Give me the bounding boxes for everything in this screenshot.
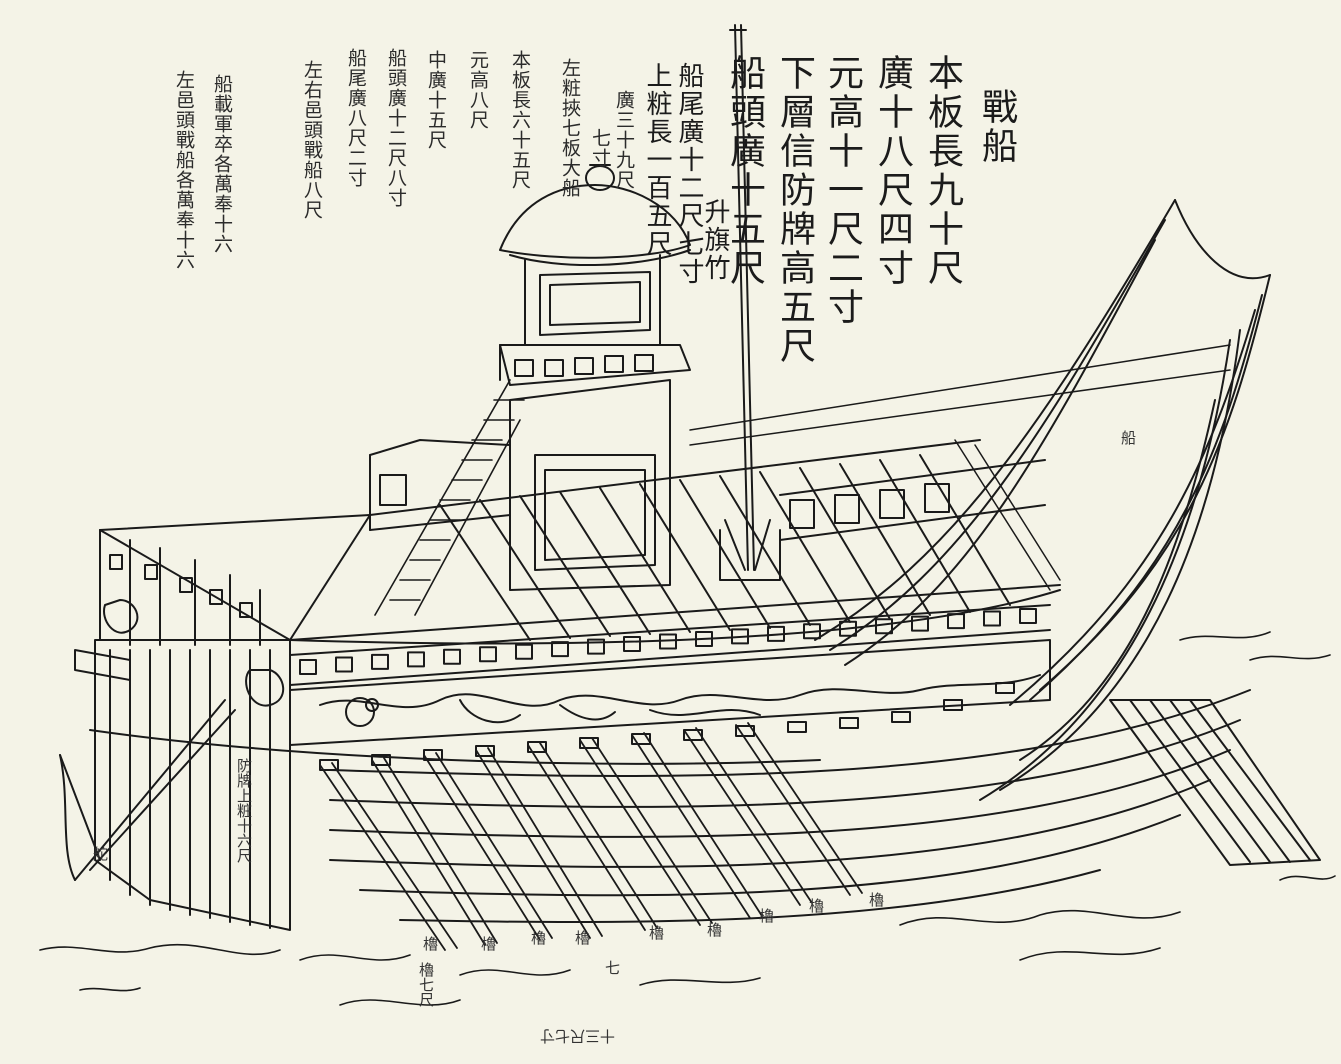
rail-window [623, 636, 641, 653]
faint-note-7: 左右邑頭戰船八尺 [301, 60, 323, 220]
faint-note-3: 元高八尺 [467, 50, 489, 130]
oar-note-5: 櫓 [647, 925, 665, 940]
faint-note-2: 本板長六十五尺 [509, 50, 531, 190]
rail-window [911, 615, 929, 632]
bow-planks [814, 199, 1271, 801]
oars [319, 722, 863, 951]
rail-window [659, 633, 677, 650]
faint-note-8: 船載軍卒各萬奉十六 [211, 74, 233, 254]
stern-spec-line-3: 廣三十九尺 [613, 90, 635, 190]
rail-window [335, 656, 353, 673]
waves [39, 631, 1336, 1006]
bow-ladder [1109, 699, 1321, 866]
stern-mark: 舵 [91, 846, 109, 861]
rail-window [731, 628, 749, 645]
faint-note-4: 中廣十五尺 [425, 50, 447, 150]
main-deck [289, 439, 1061, 641]
spec-line-3: 元高十一尺二寸 [822, 54, 863, 327]
hull-side-lines [89, 589, 1251, 924]
spec-line-2: 廣十八尺四寸 [872, 54, 913, 288]
stern-bulwark [99, 514, 371, 646]
oar-note-9: 櫓 [867, 892, 885, 907]
rail-window [1019, 608, 1037, 624]
rail-window [407, 651, 425, 668]
hull-side-note: 防牌上粧十六尺 [235, 758, 253, 863]
stern-hull [74, 639, 291, 931]
rail-window [551, 641, 569, 658]
stern-spec-line-4: 七寸 [589, 128, 611, 168]
side-rail [289, 604, 1051, 686]
oar-note-7: 櫓 [757, 908, 775, 923]
oar-note-2: 櫓 [479, 936, 497, 951]
rail-window [587, 638, 605, 655]
bottom-caption: 十三尺七寸 [540, 1027, 616, 1045]
rudder-note: 櫓七尺 [417, 962, 435, 1007]
spec-line-4: 下層信防牌高五尺 [774, 54, 815, 366]
dragon-panel [103, 599, 1051, 746]
faint-note-9: 左邑頭戰船各萬奉十六 [173, 70, 195, 270]
rail-window [695, 630, 713, 647]
spec-line-1: 本板長九十尺 [922, 54, 963, 288]
oar-count-note: 七 [603, 960, 621, 975]
bow-note: 船 [1119, 430, 1137, 445]
rail-window [803, 623, 821, 640]
bow-rigging [689, 344, 1231, 591]
oar-note-8: 櫓 [807, 898, 825, 913]
rail-window [839, 620, 857, 637]
rail-window [875, 618, 893, 635]
tower [499, 164, 691, 591]
mast [719, 24, 781, 581]
oar-note-6: 櫓 [705, 922, 723, 937]
rail-window [299, 659, 317, 675]
title-label: 戰船 [976, 88, 1017, 166]
mast-label: 升旗竹 [700, 198, 730, 282]
rail-window [983, 610, 1001, 627]
staircase [374, 379, 525, 616]
oar-note-1: 櫓 [421, 936, 439, 951]
fore-deckhouse [779, 459, 1046, 541]
rudder [59, 699, 236, 881]
spec-line-5: 船頭廣十五尺 [724, 54, 765, 288]
oar-tholes [319, 682, 1015, 771]
aft-cabin [369, 439, 511, 531]
faint-note-6: 船尾廣八尺二寸 [345, 48, 367, 188]
rail-window [947, 613, 965, 630]
rail-window [371, 653, 389, 670]
stern-spec-line-1: 船尾廣十二尺七寸 [674, 62, 704, 286]
rail-window [767, 625, 785, 642]
oar-note-4: 櫓 [573, 930, 591, 945]
rail-window [479, 646, 497, 663]
faint-note-5: 船頭廣十二尺八寸 [385, 48, 407, 208]
faint-note-1: 左粧挾七板大船 [559, 58, 581, 198]
rail-window [515, 643, 533, 660]
rail-window [443, 648, 461, 665]
stern-spec-line-2: 上粧長一百五尺 [642, 62, 672, 258]
oar-note-3: 櫓 [529, 930, 547, 945]
